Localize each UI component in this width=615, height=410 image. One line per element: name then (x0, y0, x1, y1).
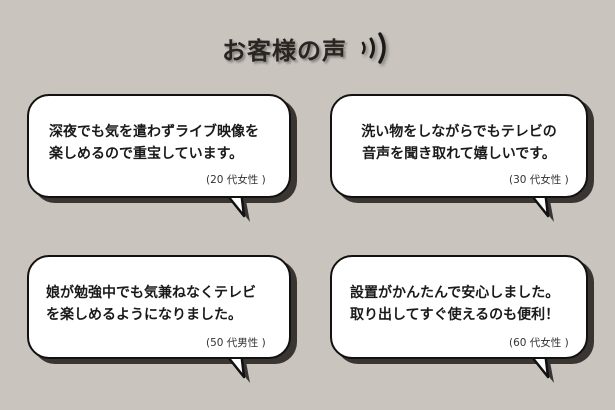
testimonial-line: 深夜でも気を遣わずライブ映像を (49, 124, 259, 140)
heading-title: お客様の声 (222, 36, 347, 65)
testimonial-line: 取り出してすぐ使えるのも便利！ (350, 307, 560, 323)
testimonial-line: 音声を聞き取れて嬉しいです。 (362, 146, 556, 162)
testimonial-attribution: (50 代男性 ) (206, 337, 266, 349)
testimonial-line: 洗い物をしながらでもテレビの (361, 124, 557, 140)
testimonial-line: を楽しめるようになりました。 (46, 307, 242, 323)
testimonial-attribution: (20 代女性 ) (206, 174, 266, 186)
testimonial-line: 楽しめるので重宝しています。 (49, 146, 244, 162)
testimonial-attribution: (60 代女性 ) (509, 337, 569, 349)
testimonial-line: 娘が勉強中でも気兼ねなくテレビ (46, 285, 256, 301)
testimonial-attribution: (30 代女性 ) (509, 174, 569, 186)
section-heading: お客様の声 (0, 26, 615, 70)
sound-waves-icon (361, 32, 386, 64)
testimonial-line: 設置がかんたんで安心しました。 (350, 285, 560, 301)
